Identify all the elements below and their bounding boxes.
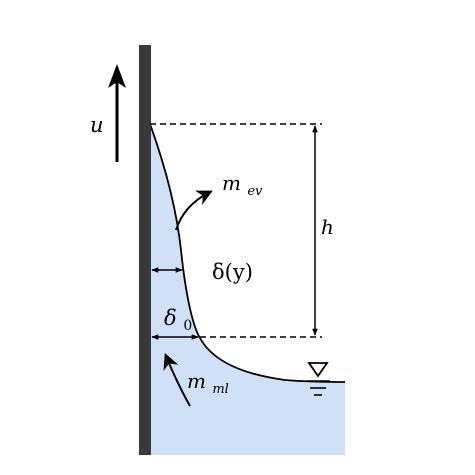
velocity-arrowhead	[108, 64, 126, 88]
height-label: h	[321, 215, 334, 239]
velocity-label: u	[90, 113, 104, 137]
meniscus-flow-label: m ml	[187, 369, 229, 397]
meniscus-flow-arrow	[163, 353, 191, 407]
evaporation-label-sub: ev	[247, 184, 263, 199]
initial-thickness-label: δ 0	[164, 306, 192, 334]
liquid-interface	[149, 123, 346, 383]
wall	[139, 45, 151, 455]
initial-thickness-label-main: δ	[164, 306, 177, 330]
meniscus-flow-label-main: m	[187, 369, 206, 393]
initial-thickness-label-sub: 0	[183, 318, 192, 334]
liquid-region	[150, 124, 345, 455]
meniscus-flow-label-sub: ml	[212, 382, 229, 397]
evaporation-label: m ev	[222, 171, 263, 199]
free-surface-triangle-icon	[306, 362, 330, 396]
evaporation-label-main: m	[222, 171, 241, 195]
film-thickness-label: δ(y)	[212, 260, 253, 284]
evaporation-arrow	[175, 190, 213, 231]
